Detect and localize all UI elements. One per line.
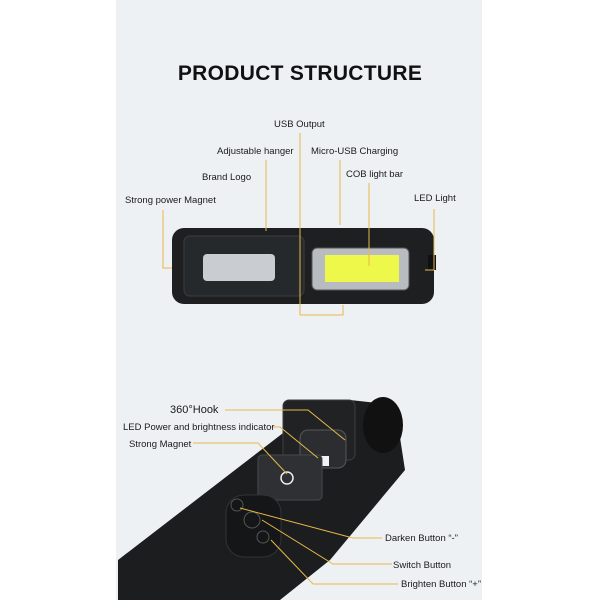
label-brand-logo: Brand Logo xyxy=(202,172,252,183)
page-title: PRODUCT STRUCTURE xyxy=(177,62,423,85)
label-darken-button: Darken Button “-” xyxy=(385,533,458,544)
label-micro-usb: Micro-USB Charging xyxy=(311,146,399,157)
top-leader-lines xyxy=(162,133,435,316)
label-brighten-button: Brighten Button “+” xyxy=(401,579,482,590)
magnet-logo xyxy=(280,471,294,485)
label-magnet-top: Strong power Magnet xyxy=(125,195,216,206)
label-switch-button: Switch Button xyxy=(393,560,452,571)
label-cob-bar: COB light bar xyxy=(346,169,404,180)
cob-light-bar xyxy=(325,255,399,282)
label-led-light: LED Light xyxy=(414,193,456,204)
led-indicator xyxy=(317,456,329,466)
label-adjustable-hanger: Adjustable hanger xyxy=(217,146,294,157)
label-indicator: LED Power and brightness indicator xyxy=(123,422,275,433)
back-leader-lines xyxy=(193,409,398,585)
top-device xyxy=(172,228,436,304)
back-device xyxy=(118,397,405,600)
label-usb-output: USB Output xyxy=(274,119,325,130)
label-magnet-back: Strong Magnet xyxy=(129,439,192,450)
label-hook: 360°Hook xyxy=(170,404,219,416)
brand-logo-plate xyxy=(203,254,275,281)
